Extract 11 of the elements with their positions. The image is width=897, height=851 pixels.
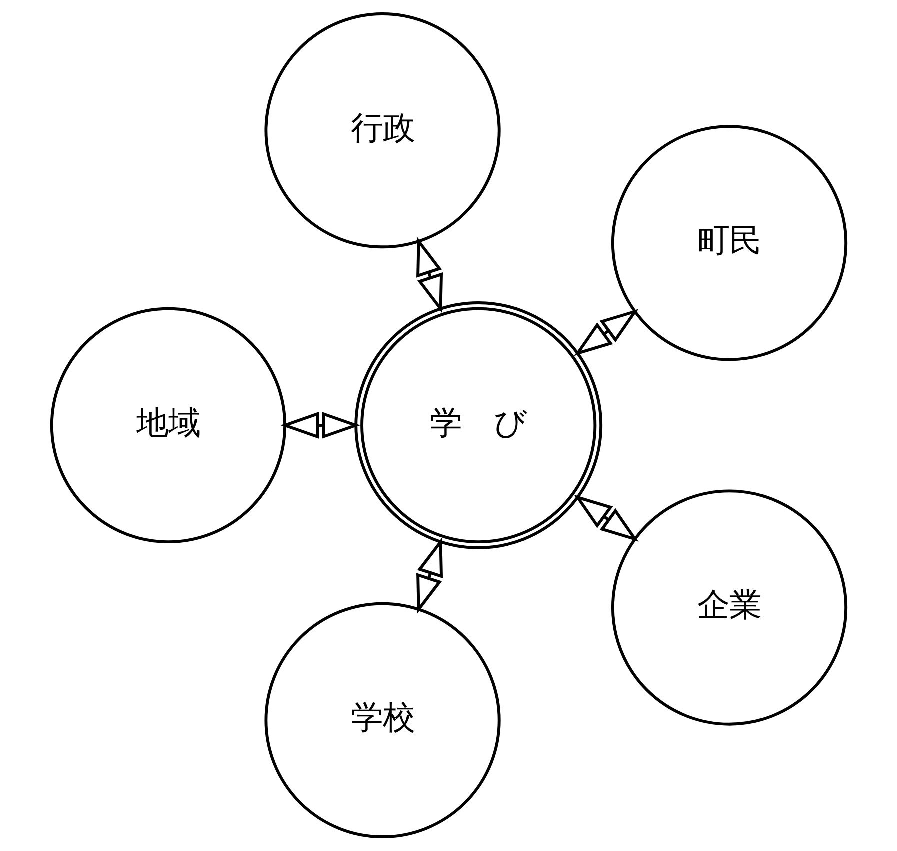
arrow bbox=[574, 309, 638, 356]
node-circle: 企業 bbox=[610, 490, 848, 726]
arrow bbox=[416, 237, 443, 314]
node-circle: 学校 bbox=[264, 602, 500, 838]
node-circle: 行政 bbox=[264, 12, 500, 249]
node-circle: 地域 bbox=[50, 307, 286, 544]
node-circle: 学 び bbox=[354, 302, 602, 550]
arrow bbox=[280, 412, 360, 439]
arrow bbox=[416, 538, 443, 614]
arrow bbox=[574, 494, 638, 542]
node-circle: 町民 bbox=[610, 125, 848, 362]
